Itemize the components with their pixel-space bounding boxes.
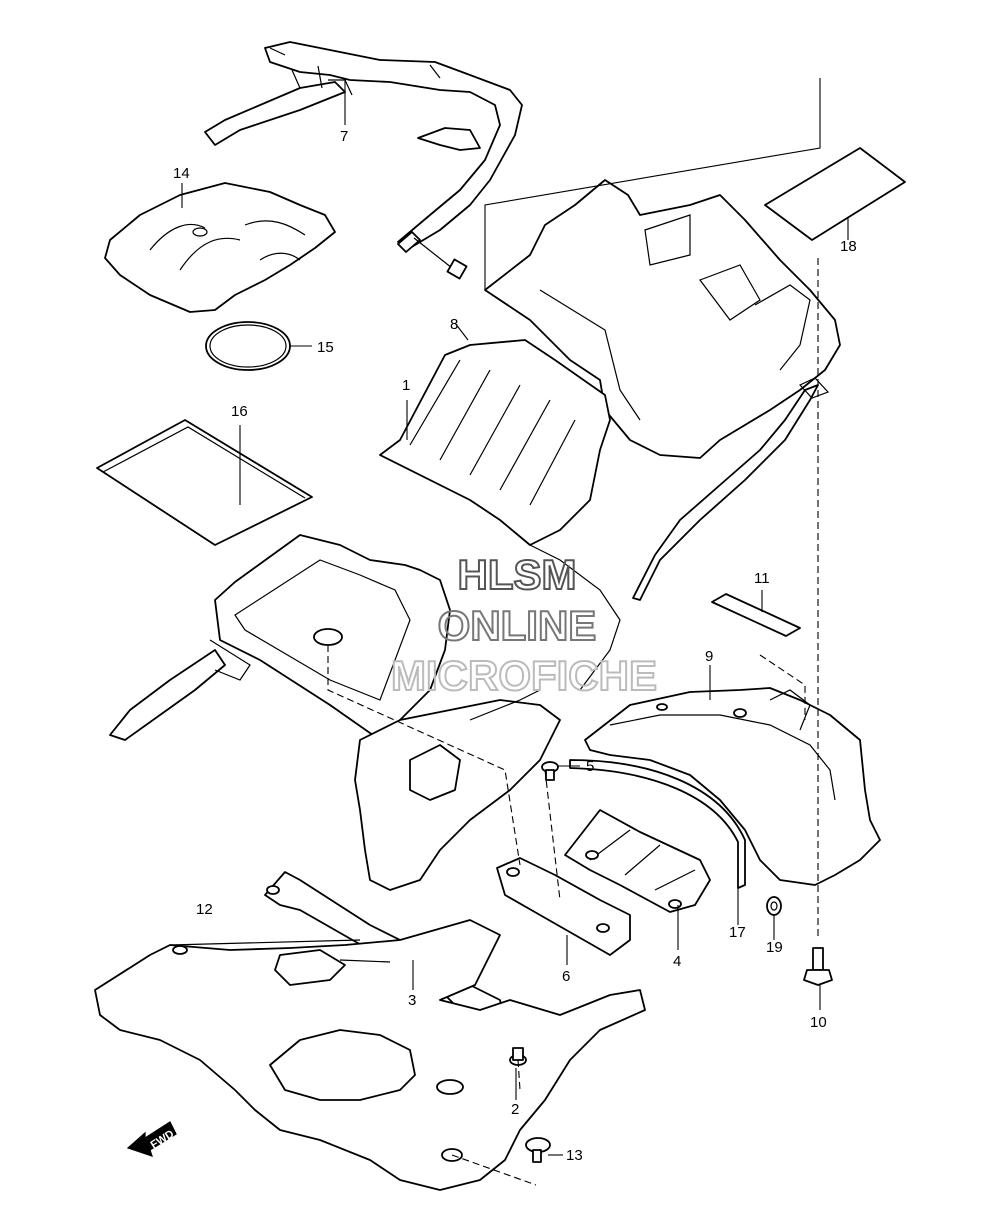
part-13-rivet — [525, 1137, 551, 1163]
callout-7: 7 — [340, 128, 348, 145]
bolt-icon — [397, 231, 468, 280]
watermark-line-3: MICROFICHE — [391, 652, 657, 699]
callout-17: 17 — [729, 924, 746, 941]
part-6-plate — [496, 857, 631, 956]
callout-11: 11 — [754, 570, 770, 587]
callout-15: 15 — [317, 339, 334, 356]
callout-1: 1 — [402, 377, 410, 394]
part-9-splash-guard — [584, 687, 881, 886]
part-11-strip — [711, 593, 801, 637]
forward-arrow-icon: FWD — [126, 1121, 177, 1157]
callout-3: 3 — [408, 992, 416, 1009]
callout-4: 4 — [673, 953, 681, 970]
callout-18: 18 — [840, 238, 857, 255]
callout-16: 16 — [231, 403, 248, 420]
part-12-undertray — [94, 919, 646, 1191]
part-19-washer — [766, 896, 782, 916]
part-18-sheet — [764, 147, 906, 241]
callout-14: 14 — [173, 165, 190, 182]
watermark-line-2: ONLINE — [438, 602, 597, 649]
alignment-lines — [327, 258, 819, 1186]
callout-2: 2 — [511, 1101, 519, 1118]
leader-lines — [181, 78, 849, 1156]
callout-13: 13 — [566, 1147, 583, 1164]
callout-5: 5 — [586, 758, 594, 775]
callout-10: 10 — [810, 1014, 827, 1031]
watermark: HLSM ONLINE MICROFICHE — [390, 550, 658, 700]
part-16-sheet — [96, 419, 313, 546]
callout-12: 12 — [196, 901, 213, 918]
callout-6: 6 — [562, 968, 570, 985]
part-15-o-ring — [205, 321, 291, 371]
part-4-bracket — [564, 809, 711, 913]
callout-19: 19 — [766, 939, 783, 956]
part-7-grab-handle — [204, 41, 523, 249]
callout-9: 9 — [705, 648, 713, 665]
watermark-line-1: HLSM — [458, 551, 577, 598]
part-10-bolt — [803, 947, 833, 986]
part-1-inner-fender — [109, 339, 621, 891]
callout-8: 8 — [450, 316, 458, 333]
part-5-rivet — [541, 761, 559, 781]
callout-labels: 1 2 3 4 5 6 7 8 9 10 11 12 13 14 15 16 1… — [173, 128, 857, 1164]
part-14-seat-pad — [104, 182, 336, 313]
